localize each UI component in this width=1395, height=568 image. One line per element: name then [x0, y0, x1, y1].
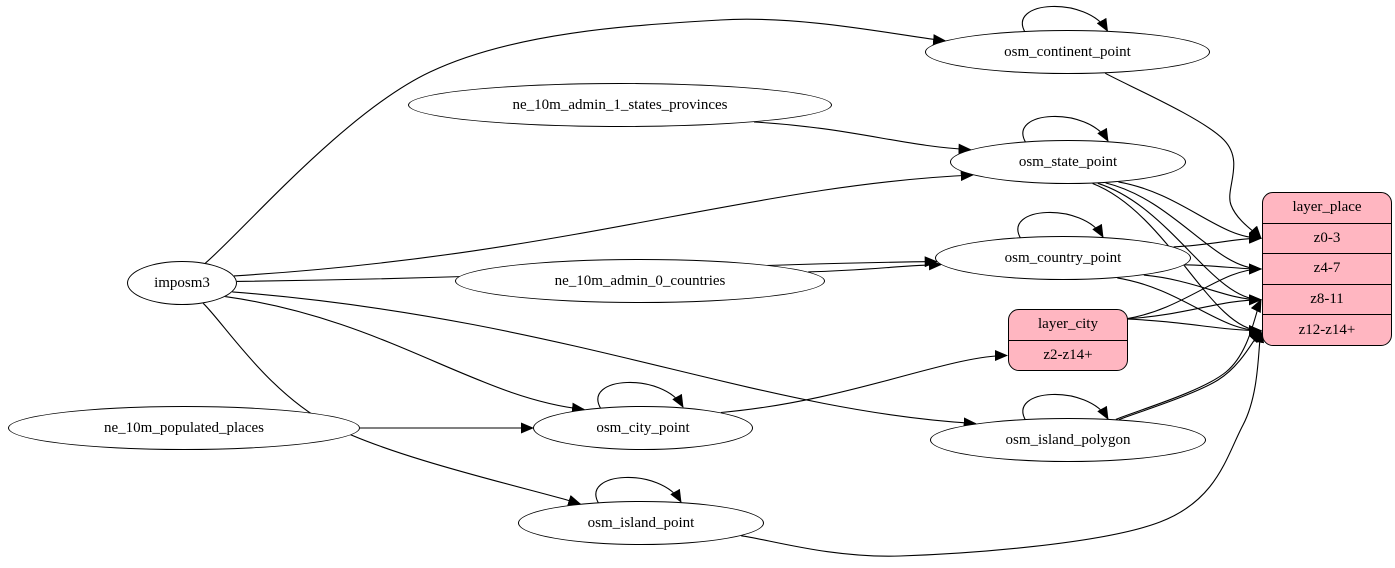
node-osm_city_point: osm_city_point — [533, 406, 753, 450]
node-label-ne_10m_populated_places: ne_10m_populated_places — [104, 419, 264, 436]
node-label-imposm3: imposm3 — [154, 274, 210, 291]
edge-layer_city-to-layer_place-z811 — [1124, 294, 1262, 320]
node-label-ne_10m_admin_0_countries: ne_10m_admin_0_countries — [554, 272, 726, 289]
edge-osm_island_point-to-layer_place-z12z14 — [741, 329, 1265, 557]
node-label-osm_island_polygon: osm_island_polygon — [1005, 431, 1131, 448]
edge-osm_country_point-to-layer_place-z03 — [1173, 232, 1262, 248]
record-row-layer_place-z811: z8-11 — [1263, 283, 1391, 315]
record-row-layer_city-z2z14: z2-z14+ — [1009, 339, 1127, 371]
node-ne_10m_admin_0_countries: ne_10m_admin_0_countries — [455, 259, 825, 303]
record-title-layer_place: layer_place — [1292, 199, 1362, 216]
node-label-osm_island_point: osm_island_point — [587, 514, 695, 531]
edge-layer_city-to-layer_place-z12z14 — [1124, 318, 1262, 337]
record-row-layer_place-z03: z0-3 — [1263, 222, 1391, 254]
node-osm_island_point: osm_island_point — [518, 501, 764, 545]
edge-ne_10m_admin_0_countries-to-osm_country_point — [808, 259, 942, 273]
edge-osm_state_point-to-layer_place-z12z14 — [1092, 182, 1262, 337]
node-imposm3: imposm3 — [127, 261, 237, 305]
node-label-osm_city_point: osm_city_point — [596, 419, 690, 436]
edge-osm_continent_point-to-osm_continent_point-selfloop — [1022, 5, 1108, 34]
edge-osm_island_polygon-to-osm_island_polygon-selfloop — [1022, 393, 1109, 422]
edge-imposm3-to-osm_island_point — [202, 302, 582, 506]
edge-osm_country_point-to-layer_place-z47 — [1184, 263, 1262, 275]
edge-imposm3-to-osm_city_point — [225, 296, 585, 414]
record-row-layer_place-z12z14: z12-z14+ — [1263, 314, 1391, 345]
node-label-osm_continent_point: osm_continent_point — [1004, 43, 1131, 60]
edge-osm_city_point-to-layer_city-z2z14 — [720, 350, 1008, 414]
node-osm_island_polygon: osm_island_polygon — [930, 418, 1206, 462]
node-label-ne_10m_admin_1_states_provinces: ne_10m_admin_1_states_provinces — [512, 96, 728, 113]
record-row-layer_place-z47: z4-7 — [1263, 253, 1391, 284]
edge-osm_state_point-to-layer_place-z03 — [1118, 181, 1262, 244]
node-label-osm_state_point: osm_state_point — [1018, 153, 1118, 170]
edge-ne_10m_admin_1_states_provinces-to-osm_state_point — [753, 121, 972, 155]
edge-imposm3-to-osm_state_point — [233, 170, 974, 277]
node-layer_city: layer_city z2-z14+ — [1008, 309, 1128, 371]
edge-osm_island_polygon-to-layer_place-z811 — [1115, 298, 1262, 420]
node-ne_10m_admin_1_states_provinces: ne_10m_admin_1_states_provinces — [408, 83, 832, 127]
edge-osm_country_point-to-osm_country_point-selfloop — [1017, 211, 1104, 240]
edge-osm_state_point-to-osm_state_point-selfloop — [1022, 115, 1109, 144]
edge-osm_island_point-to-osm_island_point-selfloop — [595, 476, 682, 505]
node-ne_10m_populated_places: ne_10m_populated_places — [8, 406, 360, 450]
node-osm_country_point: osm_country_point — [935, 236, 1191, 280]
edge-osm_continent_point-to-layer_place-z03 — [1104, 72, 1262, 239]
edge-osm_city_point-to-osm_city_point-selfloop — [597, 381, 684, 410]
record-title-layer_city: layer_city — [1038, 316, 1098, 333]
edge-layer_city-to-layer_place-z47 — [1124, 263, 1262, 320]
node-osm_continent_point: osm_continent_point — [925, 30, 1210, 74]
edge-osm_state_point-to-layer_place-z47 — [1105, 182, 1262, 275]
node-label-osm_country_point: osm_country_point — [1004, 249, 1122, 266]
node-osm_state_point: osm_state_point — [950, 140, 1186, 184]
edge-imposm3-to-osm_continent_point — [205, 18, 947, 264]
edge-osm_island_polygon-to-layer_place-z12z14 — [1118, 329, 1262, 421]
edge-osm_country_point-to-layer_place-z12z14 — [1117, 277, 1262, 337]
edge-osm_state_point-to-layer_place-z811 — [1097, 182, 1262, 306]
edge-imposm3-to-osm_island_polygon — [232, 291, 977, 429]
